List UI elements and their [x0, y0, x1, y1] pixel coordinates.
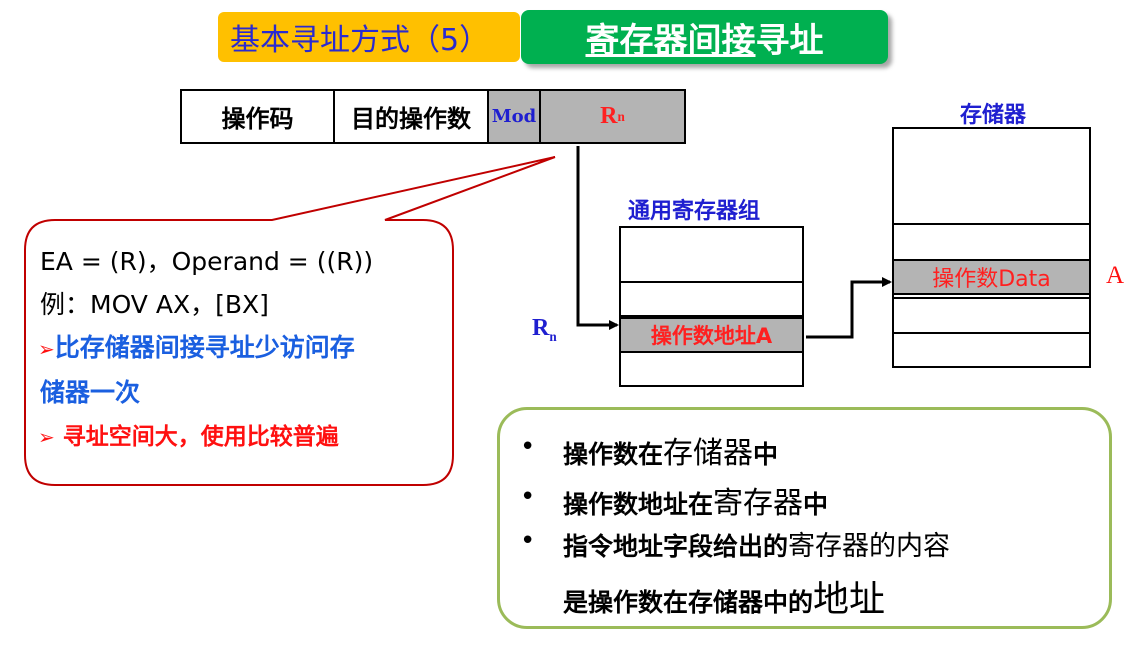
memory-label: 存储器 [960, 103, 1027, 128]
register-divider [621, 281, 802, 283]
memory-address-label: A [1106, 262, 1125, 289]
summary-item-3-cont: 是操作数在存储器中的地址 [563, 579, 886, 620]
bullet-icon: • [520, 526, 536, 556]
register-divider [621, 315, 802, 317]
example-line: 例：MOV AX，[BX] [40, 290, 269, 319]
callout-text: EA = (R)，Operand = ((R)) 例：MOV AX，[BX] ➢… [38, 240, 450, 459]
memory-block [892, 127, 1091, 368]
section-title-text: 基本寻址方式（5） [230, 23, 490, 58]
point-1: ➢比存储器间接寻址少访问存 [38, 333, 355, 362]
bullet-icon: • [520, 482, 536, 512]
mod-field: Mod [489, 91, 541, 142]
arrow-bullet-icon: ➢ [38, 425, 55, 449]
rn-pointer-label: Rn [532, 315, 557, 344]
arrow-bullet-icon: ➢ [38, 337, 55, 361]
point-1-cont: 储器一次 [40, 378, 141, 407]
bullet-icon: • [520, 432, 536, 462]
memory-divider [894, 223, 1089, 225]
register-to-memory-arrow [806, 277, 892, 339]
topic-title-rest: 寻址 [755, 20, 824, 61]
summary-item-2: 操作数地址在寄存器中 [563, 486, 829, 521]
summary-box: • 操作数在存储器中 • 操作数地址在寄存器中 • 指令地址字段给出的寄存器的内… [497, 407, 1112, 629]
point-2: ➢ 寻址空间大，使用比较普遍 [38, 424, 339, 450]
rn-field-main: R [600, 103, 618, 129]
ea-formula: EA = (R)，Operand = ((R)) [40, 247, 374, 276]
callout-bubble [24, 156, 556, 486]
opcode-field: 操作码 [182, 91, 335, 142]
summary-item-1: 操作数在存储器中 [563, 436, 779, 471]
register-address-cell: 操作数地址A [619, 317, 804, 353]
dest-operand-field: 目的操作数 [335, 91, 489, 142]
register-group-label: 通用寄存器组 [628, 199, 761, 224]
memory-divider [894, 332, 1089, 334]
memory-divider [894, 297, 1089, 299]
summary-item-3: 指令地址字段给出的寄存器的内容 [563, 531, 951, 562]
section-title: 基本寻址方式（5） [218, 12, 520, 62]
register-group [619, 226, 804, 387]
memory-data-cell: 操作数Data [892, 259, 1091, 295]
topic-title: 寄存器间接寻址 [521, 10, 888, 64]
rn-field-sub: n [617, 108, 625, 124]
rn-to-register-arrow [576, 146, 619, 330]
topic-title-underlined: 寄存器间接 [585, 20, 756, 61]
